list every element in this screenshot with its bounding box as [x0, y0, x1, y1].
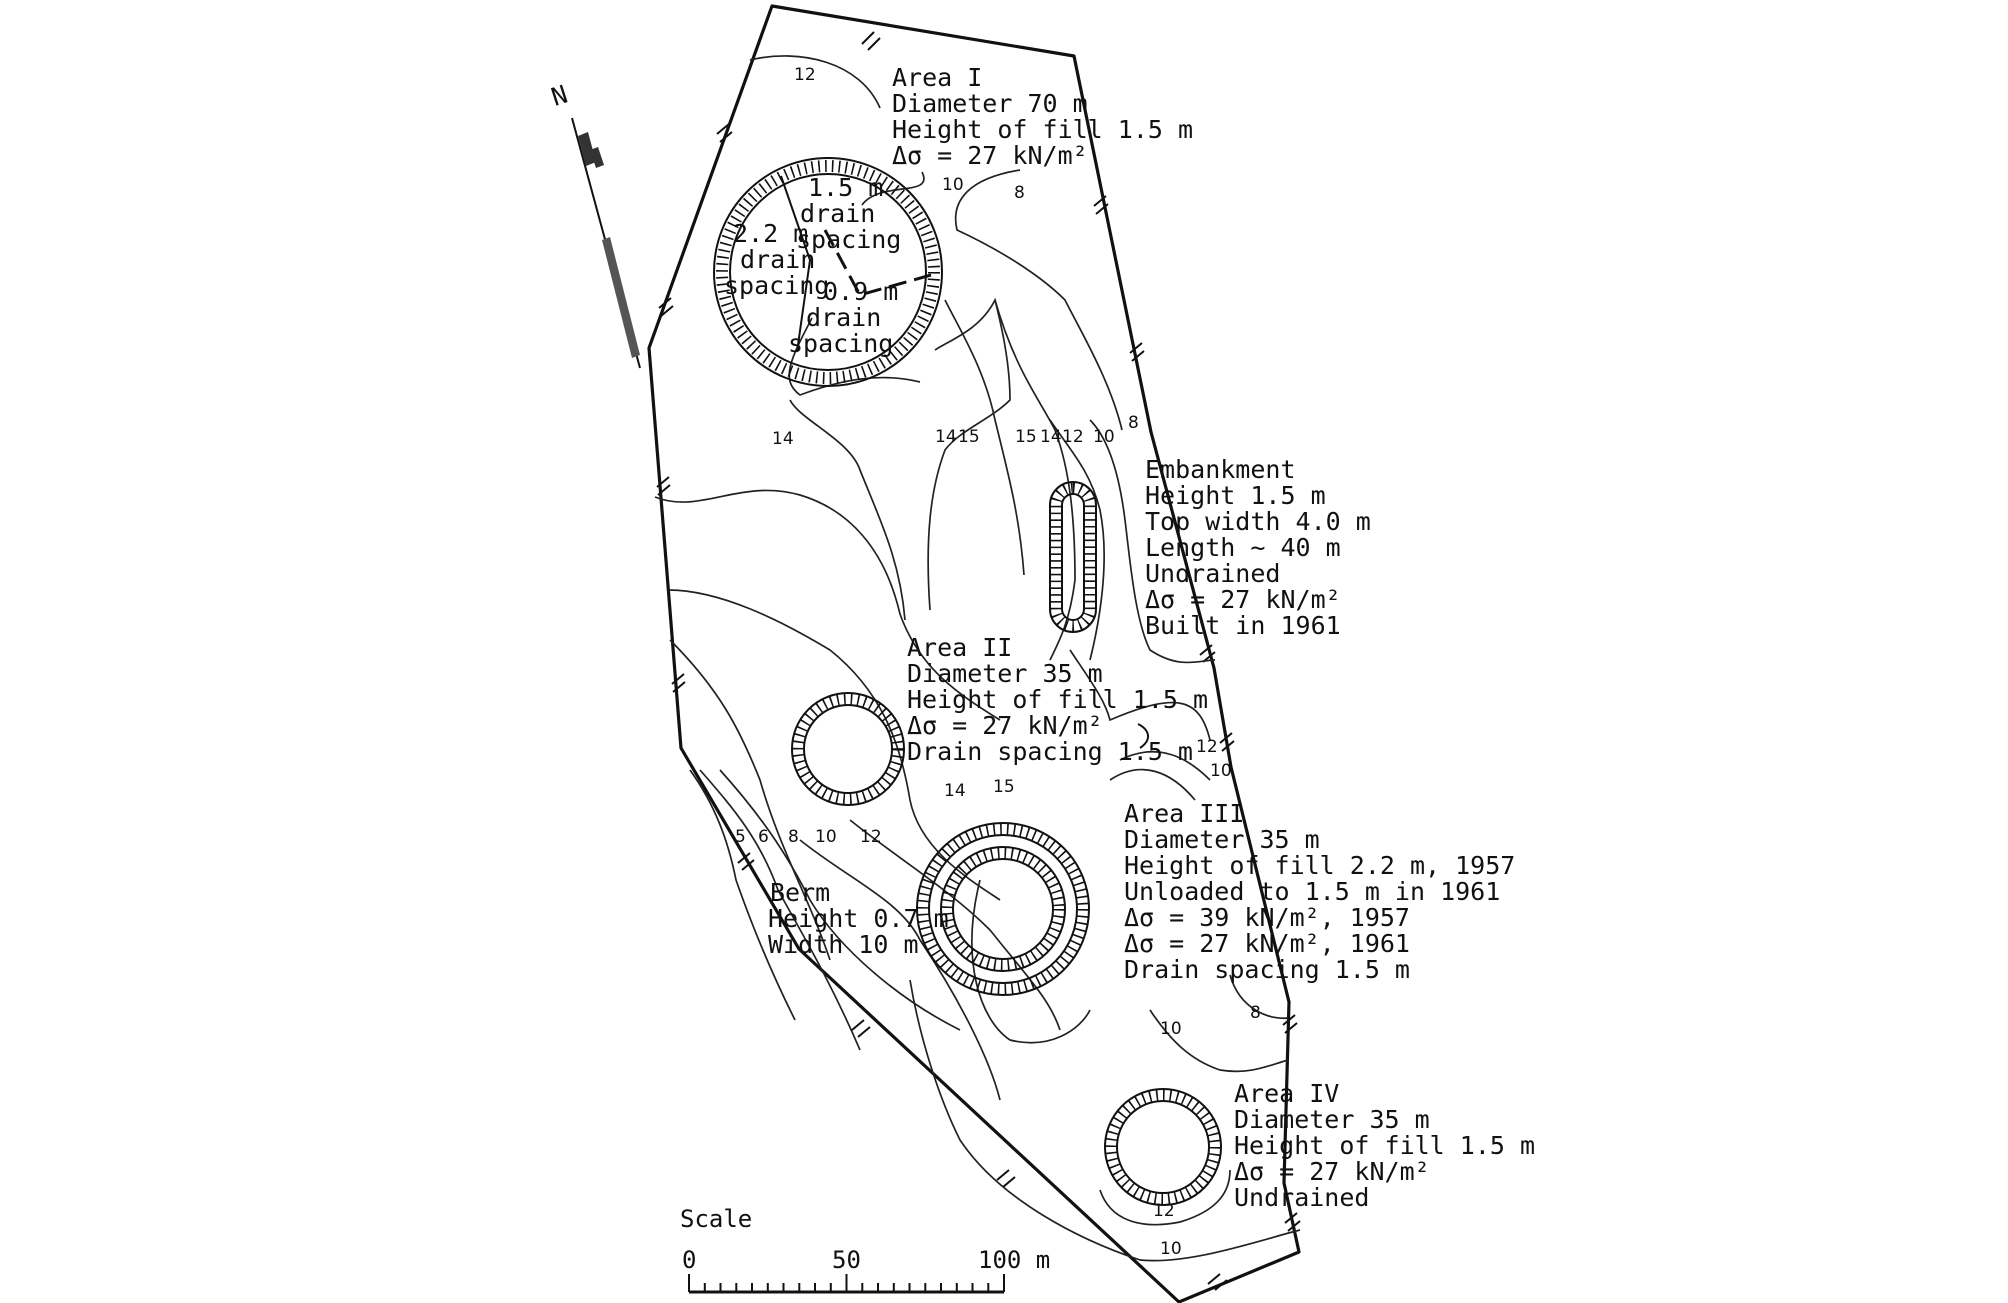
area4-title: Area IV: [1234, 1079, 1339, 1108]
area1-line: Diameter 70 m: [892, 89, 1088, 118]
contour-label: 12: [1062, 427, 1084, 447]
embankment-label: Embankment Height 1.5 m Top width 4.0 m …: [1145, 455, 1371, 640]
drain-label-0-9: spacing: [788, 329, 893, 358]
area4-line: Undrained: [1234, 1183, 1369, 1212]
scale-tick-label: 0: [682, 1246, 696, 1274]
scale-tick-label: 50: [832, 1246, 861, 1274]
embankment-fill: [1049, 481, 1097, 633]
embankment-line: Top width 4.0 m: [1145, 507, 1371, 536]
scale-bar: Scale 0 50 100 m: [680, 1205, 1050, 1294]
north-arrow: N: [548, 80, 641, 369]
berm-title: Berm: [770, 878, 830, 907]
drain-label-0-9: 0.9 m: [823, 277, 898, 306]
area3-label: Area III Diameter 35 m Height of fill 2.…: [1124, 799, 1515, 984]
area3-line: Height of fill 2.2 m, 1957: [1124, 851, 1515, 880]
drain-label-1-5: drain: [800, 199, 875, 228]
contour-label: 12: [1196, 737, 1218, 757]
contour-label: 12: [860, 827, 882, 847]
drain-label-1-5: spacing: [796, 225, 901, 254]
drain-label-2-2: drain: [740, 245, 815, 274]
contour-label: 10: [1210, 761, 1232, 781]
area1-line: Height of fill 1.5 m: [892, 115, 1193, 144]
embankment-title: Embankment: [1145, 455, 1296, 484]
area4-line: Δσ = 27 kN/m²: [1234, 1157, 1430, 1186]
contour-label: 8: [1014, 183, 1025, 203]
embankment-line: Undrained: [1145, 559, 1280, 588]
area2-line: Height of fill 1.5 m: [907, 685, 1208, 714]
area1-line: Δσ = 27 kN/m²: [892, 141, 1088, 170]
site-boundary: [647, 4, 1301, 1303]
area1-drain-labels: 1.5 m drain spacing 2.2 m drain spacing …: [724, 173, 901, 358]
drain-label-2-2: spacing: [724, 271, 829, 300]
contour-value-labels: 12 10 8 14 14 15 15 14 12 10 8 5 6 8 10 …: [735, 65, 1261, 1259]
area4-line: Diameter 35 m: [1234, 1105, 1430, 1134]
area3-line: Unloaded to 1.5 m in 1961: [1124, 877, 1500, 906]
contour-label: 10: [1160, 1019, 1182, 1039]
area1-label: Area I Diameter 70 m Height of fill 1.5 …: [892, 63, 1193, 170]
contour-label: 14: [1040, 427, 1062, 447]
berm-line: Height 0.7 m: [768, 904, 949, 933]
contour-label: 5: [735, 827, 746, 847]
embankment-line: Δσ = 27 kN/m²: [1145, 585, 1341, 614]
contour-label: 15: [1015, 427, 1037, 447]
area2-label: Area II Diameter 35 m Height of fill 1.5…: [907, 633, 1208, 766]
contour-label: 10: [1160, 1239, 1182, 1259]
area2-line: Δσ = 27 kN/m²: [907, 711, 1103, 740]
embankment-line: Length ~ 40 m: [1145, 533, 1341, 562]
area2-line: Drain spacing 1.5 m: [907, 737, 1193, 766]
contour-label: 12: [794, 65, 816, 85]
embankment-line: Built in 1961: [1145, 611, 1341, 640]
contour-label: 12: [1153, 1201, 1175, 1221]
contour-label: 14: [772, 429, 794, 449]
contour-label: 10: [815, 827, 837, 847]
contour-label: 8: [788, 827, 799, 847]
berm-label: Berm Height 0.7 m Width 10 m: [768, 878, 949, 959]
area1-fill: [713, 157, 943, 387]
area3-line: Δσ = 39 kN/m², 1957: [1124, 903, 1410, 932]
contour-label: 14: [935, 427, 957, 447]
contour-label: 15: [993, 777, 1015, 797]
area3-line: Drain spacing 1.5 m: [1124, 955, 1410, 984]
scale-tick-label: 100 m: [978, 1246, 1050, 1274]
area3-line: Δσ = 27 kN/m², 1961: [1124, 929, 1410, 958]
drain-label-2-2: 2.2 m: [733, 219, 808, 248]
berm-line: Width 10 m: [768, 930, 919, 959]
contour-label: 10: [1093, 427, 1115, 447]
contour-label: 10: [942, 175, 964, 195]
area2-title: Area II: [907, 633, 1012, 662]
area3-line: Diameter 35 m: [1124, 825, 1320, 854]
scale-title: Scale: [680, 1205, 752, 1233]
north-label: N: [548, 80, 571, 112]
contour-label: 8: [1250, 1003, 1261, 1023]
area4-fill: [1104, 1088, 1222, 1206]
contour-lines: [654, 55, 1301, 1262]
area4-line: Height of fill 1.5 m: [1234, 1131, 1535, 1160]
contour-label: 14: [944, 781, 966, 801]
drain-label-1-5: 1.5 m: [808, 173, 883, 202]
area3-fill: [916, 822, 1090, 996]
drain-label-0-9: drain: [806, 303, 881, 332]
area3-title: Area III: [1124, 799, 1244, 828]
area4-label: Area IV Diameter 35 m Height of fill 1.5…: [1234, 1079, 1535, 1212]
contour-label: 6: [758, 827, 769, 847]
area2-fill: [791, 692, 905, 806]
area1-title: Area I: [892, 63, 982, 92]
embankment-line: Height 1.5 m: [1145, 481, 1326, 510]
contour-label: 8: [1128, 413, 1139, 433]
boundary-ticks: [656, 31, 1301, 1291]
contour-label: 15: [958, 427, 980, 447]
area2-line: Diameter 35 m: [907, 659, 1103, 688]
